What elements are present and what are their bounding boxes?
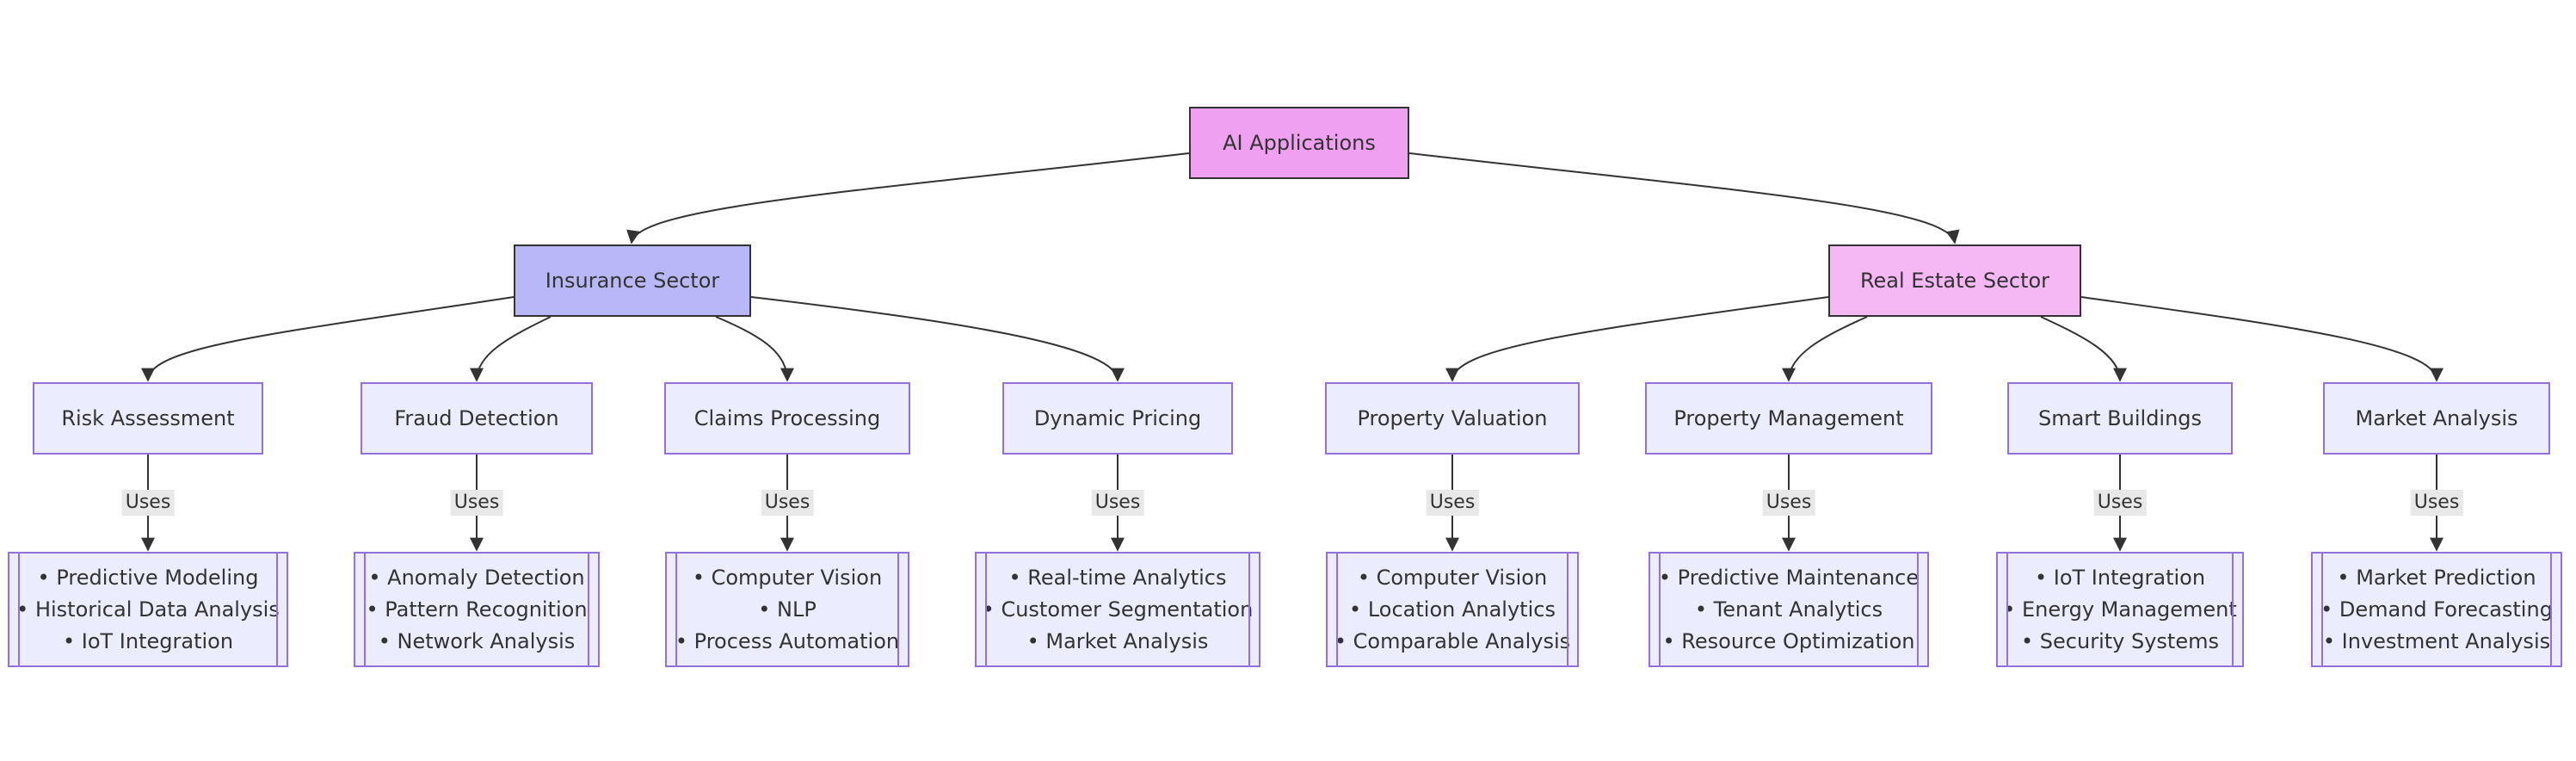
node-property-valuation[interactable]: Property Valuation <box>1325 382 1580 455</box>
tech-item: • Security Systems <box>2021 628 2219 653</box>
tech-item: • IoT Integration <box>2034 565 2206 590</box>
edge-insurance-risk <box>141 296 515 382</box>
node-label: Dynamic Pricing <box>1033 406 1202 430</box>
edge-insurance-pricing <box>750 296 1125 382</box>
tech-list-claims-processing[interactable]: • Computer Vision • NLP • Process Automa… <box>665 552 909 667</box>
tech-item: • Comparable Analysis <box>1334 628 1571 653</box>
tech-list-fraud-detection[interactable]: • Anomaly Detection • Pattern Recognitio… <box>354 552 600 667</box>
node-risk-assessment[interactable]: Risk Assessment <box>33 382 263 455</box>
tech-item: • Pattern Recognition <box>366 597 588 622</box>
tech-item: • Demand Forecasting <box>2320 597 2553 622</box>
tech-list-property-management[interactable]: • Predictive Maintenance • Tenant Analyt… <box>1649 552 1929 667</box>
tech-item: • Predictive Maintenance <box>1658 565 1920 590</box>
tech-list-property-valuation[interactable]: • Computer Vision • Location Analytics •… <box>1326 552 1579 667</box>
node-claims-processing[interactable]: Claims Processing <box>664 382 910 455</box>
node-dynamic-pricing[interactable]: Dynamic Pricing <box>1002 382 1233 455</box>
tech-item: • Market Prediction <box>2337 565 2536 590</box>
edge-label-uses: Uses <box>1762 490 1815 516</box>
edge-root-insurance <box>626 152 1190 244</box>
tech-item: • Resource Optimization <box>1662 628 1915 653</box>
tech-list-dynamic-pricing[interactable]: • Real-time Analytics • Customer Segment… <box>975 552 1260 667</box>
edge-root-realestate <box>1408 152 1960 244</box>
tech-item: • Anomaly Detection <box>368 565 585 590</box>
edge-label-uses: Uses <box>121 490 175 516</box>
tech-item: • Predictive Modeling <box>37 565 259 590</box>
tech-item: • Market Analysis <box>1026 628 1209 653</box>
edge-realestate-valuation <box>1445 296 1829 382</box>
tech-item: • Computer Vision <box>692 565 883 590</box>
node-smart-buildings[interactable]: Smart Buildings <box>2007 382 2233 455</box>
edge-label-uses: Uses <box>2093 490 2147 516</box>
tech-list-smart-buildings[interactable]: • IoT Integration • Energy Management • … <box>1996 552 2244 667</box>
node-label: Risk Assessment <box>61 406 235 430</box>
node-label: Fraud Detection <box>394 406 559 430</box>
node-label: Claims Processing <box>693 406 881 430</box>
edge-label-uses: Uses <box>1426 490 1479 516</box>
node-property-management[interactable]: Property Management <box>1645 382 1932 455</box>
edge-label-uses: Uses <box>1091 490 1144 516</box>
tech-item: • Investment Analysis <box>2322 628 2551 653</box>
edge-insurance-claims <box>715 316 794 382</box>
tech-item: • Energy Management <box>2003 597 2237 622</box>
edge-label-uses: Uses <box>2410 490 2463 516</box>
node-label: Market Analysis <box>2355 406 2518 430</box>
node-market-analysis[interactable]: Market Analysis <box>2323 382 2550 455</box>
edge-realestate-management <box>1782 316 1868 382</box>
node-fraud-detection[interactable]: Fraud Detection <box>361 382 593 455</box>
node-label: Real Estate Sector <box>1859 269 2050 293</box>
tech-list-risk-assessment[interactable]: • Predictive Modeling • Historical Data … <box>8 552 288 667</box>
tech-item: • NLP <box>758 597 817 622</box>
node-insurance-sector[interactable]: Insurance Sector <box>514 244 751 317</box>
tech-item: • Process Automation <box>675 628 900 653</box>
edge-label-uses: Uses <box>450 490 503 516</box>
tech-item: • Real-time Analytics <box>1008 565 1227 590</box>
node-label: Property Management <box>1673 406 1904 430</box>
tech-item: • IoT Integration <box>62 628 234 653</box>
edge-insurance-fraud <box>470 316 552 382</box>
node-real-estate-sector[interactable]: Real Estate Sector <box>1828 244 2081 317</box>
tech-item: • Computer Vision <box>1357 565 1548 590</box>
edge-realestate-smart <box>2040 316 2127 382</box>
node-ai-applications[interactable]: AI Applications <box>1189 107 1409 179</box>
tech-item: • Historical Data Analysis <box>16 597 280 622</box>
tech-item: • Location Analytics <box>1349 597 1556 622</box>
tech-item: • Customer Segmentation <box>982 597 1254 622</box>
tech-item: • Tenant Analytics <box>1694 597 1883 622</box>
node-label: Smart Buildings <box>2037 406 2203 430</box>
tech-list-market-analysis[interactable]: • Market Prediction • Demand Forecasting… <box>2311 552 2562 667</box>
node-label: Insurance Sector <box>545 269 720 293</box>
tech-item: • Network Analysis <box>378 628 576 653</box>
node-label: AI Applications <box>1223 131 1376 155</box>
node-label: Property Valuation <box>1357 406 1548 430</box>
edge-label-uses: Uses <box>761 490 814 516</box>
edge-realestate-market <box>2080 296 2444 382</box>
